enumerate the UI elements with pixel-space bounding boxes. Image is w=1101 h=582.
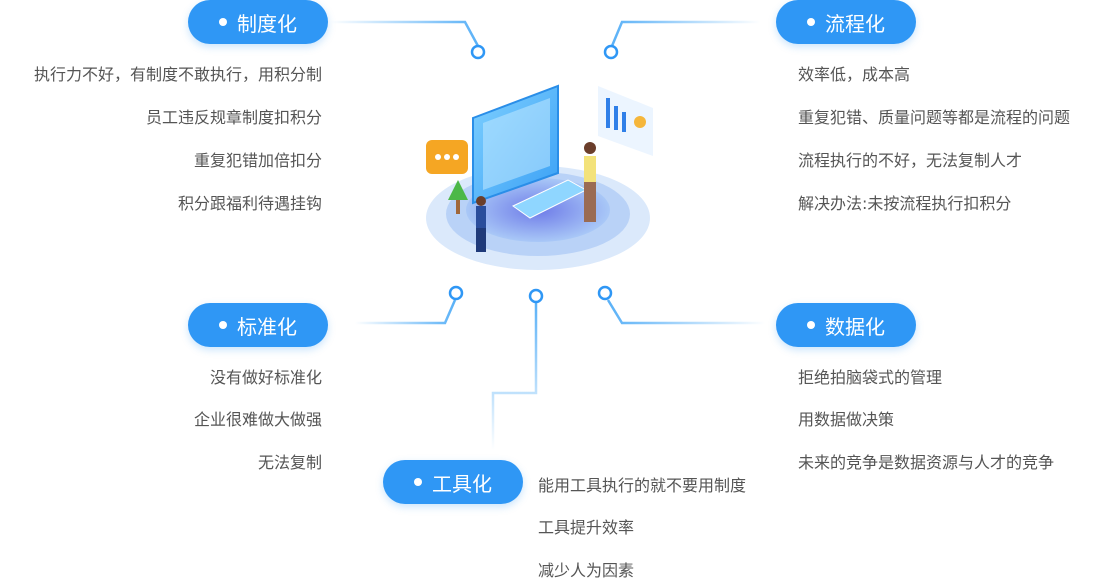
connector-node-liuchenghua — [603, 44, 619, 60]
pill-dot — [414, 478, 422, 486]
list-item: 流程执行的不好，无法复制人才 — [798, 151, 1023, 170]
list-item: 解决办法:未按流程执行扣积分 — [798, 194, 1012, 213]
list-item: 积分跟福利待遇挂钩 — [177, 194, 322, 213]
chat-dot-2 — [444, 154, 450, 160]
list-item: 执行力不好，有制度不敢执行，用积分制 — [33, 65, 322, 84]
items-liuchenghua: 效率低，成本高 重复犯错、质量问题等都是流程的问题 流程执行的不好，无法复制人才… — [798, 0, 1098, 230]
list-item: 未来的竞争是数据资源与人才的竞争 — [798, 453, 1055, 472]
list-item: 拒绝拍脑袋式的管理 — [798, 368, 943, 387]
tree-top — [448, 180, 468, 200]
monitor-screen-glow — [483, 98, 550, 190]
person-small-legs — [476, 228, 486, 252]
items-zhiduhua: 执行力不好，有制度不敢执行，用积分制 员工违反规章制度扣积分 重复犯错加倍扣分 … — [0, 0, 322, 230]
list-item: 没有做好标准化 — [209, 368, 322, 387]
section-title: 流程化 — [825, 11, 885, 36]
person-tall-head — [584, 142, 596, 154]
section-pill-biaozhunhua: 标准化 — [188, 303, 328, 347]
connector-node-gongjuhua — [528, 288, 544, 304]
connector-zhiduhua — [330, 20, 480, 47]
section-pill-liuchenghua: 流程化 — [776, 0, 916, 44]
section-pill-zhiduhua: 制度化 — [188, 0, 328, 44]
connector-liuchenghua — [610, 20, 760, 47]
pill-dot — [807, 321, 815, 329]
items-shujuhua: 拒绝拍脑袋式的管理 用数据做决策 未来的竞争是数据资源与人才的竞争 — [798, 0, 1098, 480]
central-illustration — [426, 84, 653, 270]
section-title: 数据化 — [825, 314, 885, 339]
list-item: 无法复制 — [257, 453, 322, 472]
items-biaozhunhua: 没有做好标准化 企业很难做大做强 无法复制 — [0, 0, 322, 480]
list-item: 重复犯错加倍扣分 — [193, 151, 322, 170]
list-item: 员工违反规章制度扣积分 — [145, 108, 322, 127]
connector-gongjuhua — [491, 302, 538, 450]
person-small-head — [476, 196, 486, 206]
section-pill-shujuhua: 数据化 — [776, 303, 916, 347]
person-tall-legs — [584, 182, 596, 222]
pill-dot — [807, 18, 815, 26]
chart-pie — [634, 116, 646, 128]
section-title: 标准化 — [237, 314, 297, 339]
chat-dot-1 — [435, 154, 441, 160]
list-item: 工具提升效率 — [538, 518, 635, 537]
connector-node-biaozhunhua — [448, 285, 464, 301]
list-item: 能用工具执行的就不要用制度 — [538, 476, 747, 495]
connector-node-zhiduhua — [470, 44, 486, 60]
chart-bar-1 — [606, 98, 610, 128]
connector-shujuhua — [606, 299, 765, 325]
person-small-body — [476, 206, 486, 228]
tree-trunk — [456, 196, 460, 214]
chart-bar-2 — [614, 106, 618, 130]
person-tall-body — [584, 156, 596, 182]
pill-dot — [219, 321, 227, 329]
section-title: 制度化 — [237, 11, 297, 36]
chat-dot-3 — [453, 154, 459, 160]
items-gongjuhua: 能用工具执行的就不要用制度 工具提升效率 减少人为因素 — [538, 0, 838, 582]
list-item: 用数据做决策 — [798, 410, 895, 429]
pill-dot — [219, 18, 227, 26]
connector-biaozhunhua — [355, 299, 457, 325]
list-item: 企业很难做大做强 — [193, 410, 322, 429]
list-item: 减少人为因素 — [538, 561, 635, 580]
chart-bar-3 — [622, 112, 626, 132]
section-title: 工具化 — [432, 471, 492, 496]
section-pill-gongjuhua: 工具化 — [383, 460, 523, 504]
list-item: 效率低，成本高 — [798, 65, 911, 84]
list-item: 重复犯错、质量问题等都是流程的问题 — [798, 108, 1071, 127]
connector-node-shujuhua — [597, 285, 613, 301]
